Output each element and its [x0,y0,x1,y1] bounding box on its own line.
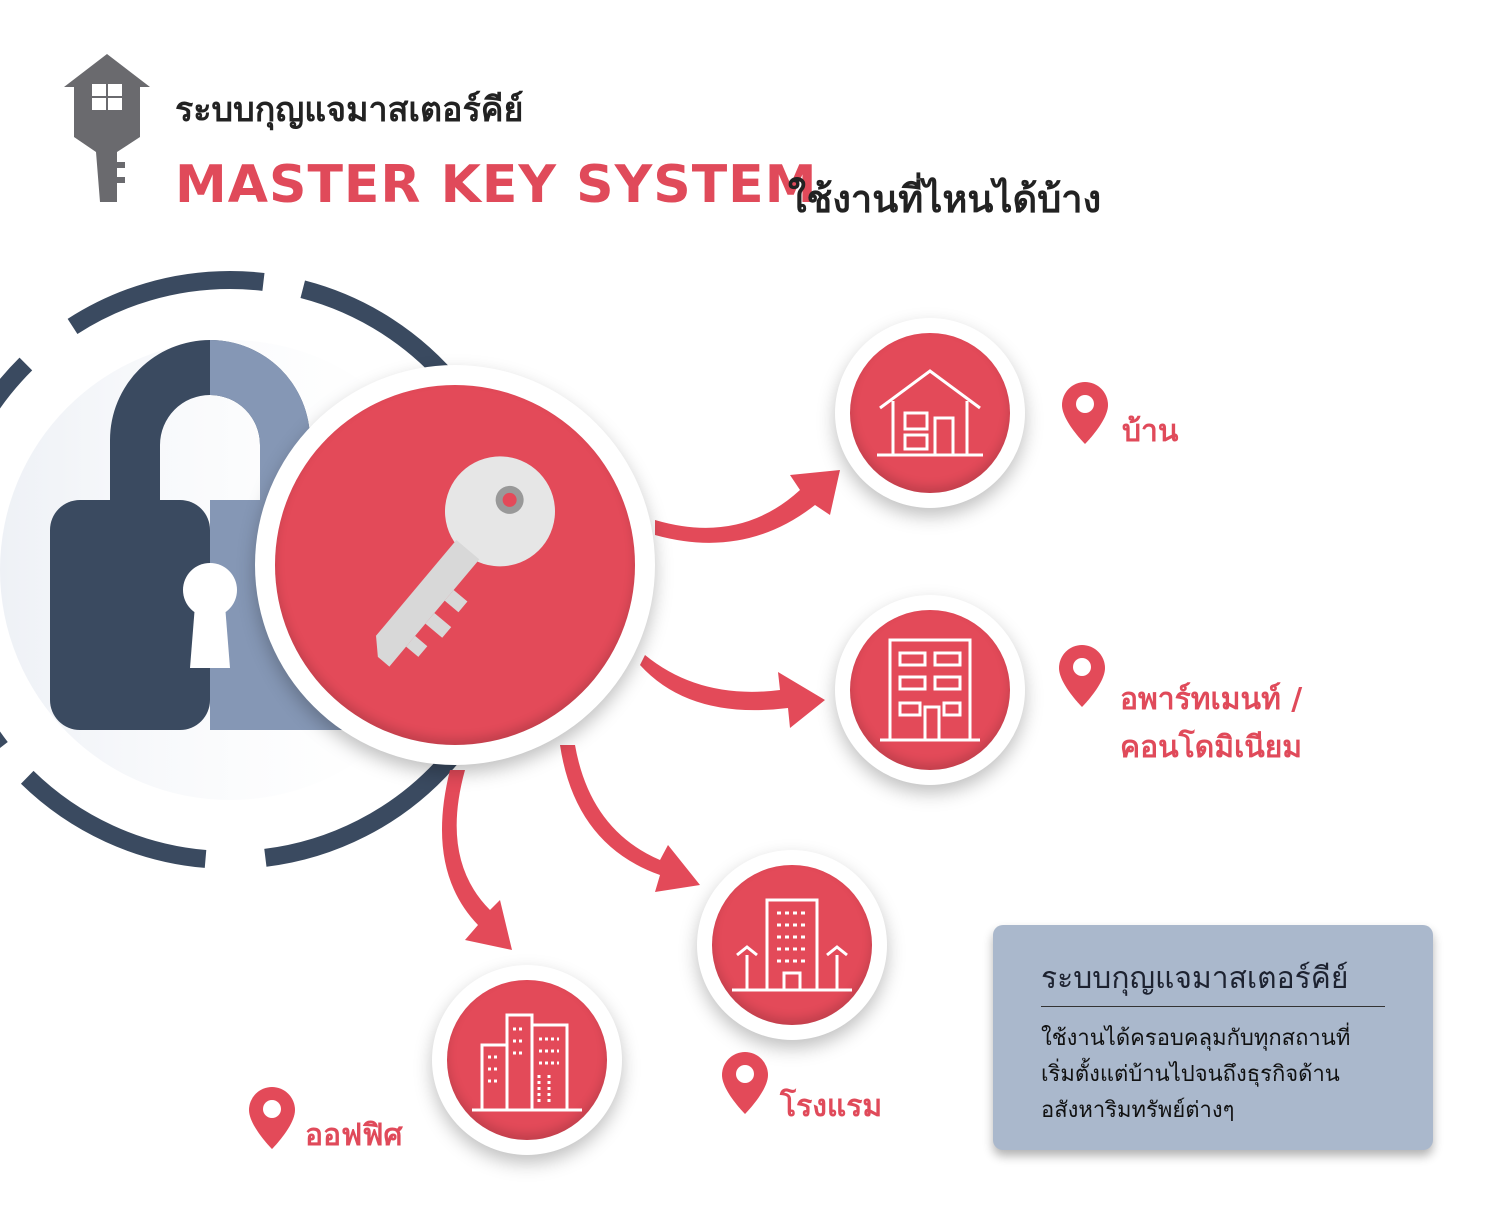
hotel-node[interactable] [697,850,887,1040]
title-en: MASTER KEY SYSTEM [175,155,818,215]
arrows [441,470,840,950]
map-pin-icon [722,1052,768,1114]
label-house: บ้าน [1122,414,1179,449]
map-pin-icon [1059,645,1105,707]
office-buildings-icon [472,1013,582,1112]
apartment-building-icon [880,638,980,742]
house-key-icon [64,54,150,202]
key-icon [376,456,555,667]
apartment-node[interactable] [835,595,1025,785]
label-apartment-line2: คอนโดมิเนียม [1120,730,1303,765]
label-apartment-line1: อพาร์ทเมนท์ / [1120,682,1303,717]
office-node[interactable] [432,965,622,1155]
master-key-node [255,365,655,765]
info-box-body: ใช้งานได้ครอบคลุมกับทุกสถานที่ เริ่มตั้ง… [1041,1026,1351,1123]
map-pin-icon [1062,382,1108,444]
subtitle: ระบบกุญแจมาสเตอร์คีย์ [175,90,524,130]
label-hotel: โรงแรม [780,1089,883,1124]
house-node[interactable] [835,318,1025,508]
info-box-title: ระบบกุญแจมาสเตอร์คีย์ [1041,955,1385,1007]
map-pin-icon [249,1087,295,1149]
title-th: ใช้งานที่ไหนได้บ้าง [788,177,1102,221]
hotel-icon [732,898,852,992]
label-office: ออฟฟิศ [305,1118,403,1153]
info-box: ระบบกุญแจมาสเตอร์คีย์ ใช้งานได้ครอบคลุมก… [993,925,1433,1150]
house-icon [877,369,983,457]
